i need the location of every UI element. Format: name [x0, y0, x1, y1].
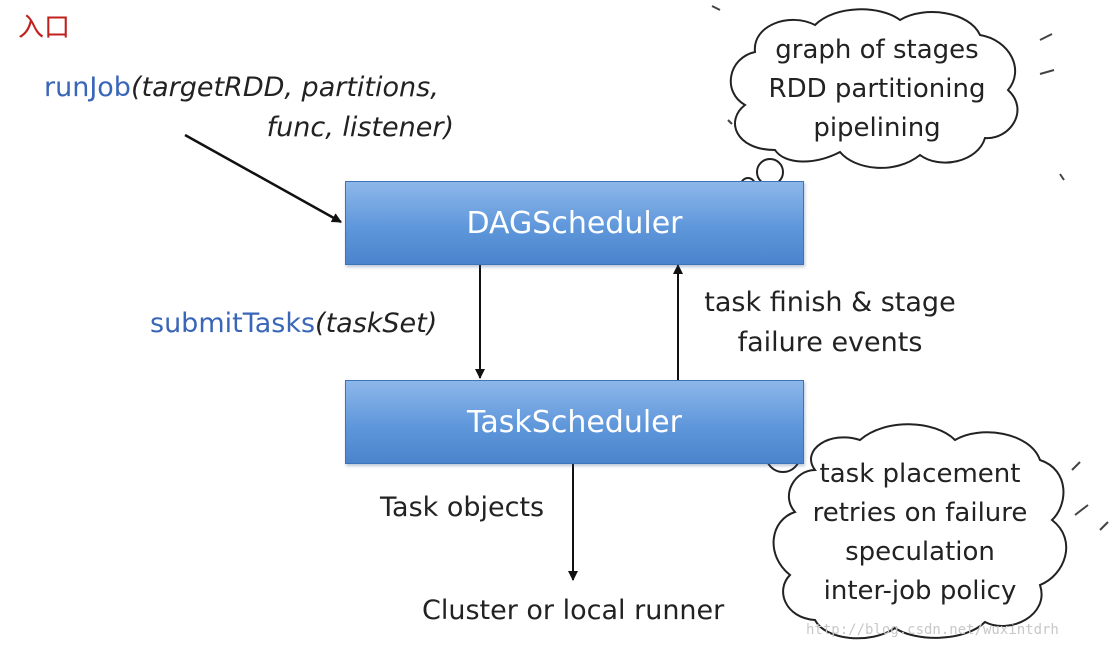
feedback-line1: task finish & stage	[704, 287, 956, 318]
runjob-function-name: runJob	[44, 72, 131, 103]
dag-cloud-text: graph of stages RDD partitioning pipelin…	[757, 31, 997, 148]
task-scheduler-box: TaskScheduler	[345, 380, 804, 464]
dag-scheduler-label: DAGScheduler	[466, 205, 683, 241]
task-thought-cloud	[772, 423, 1068, 640]
dag-cloud-line: RDD partitioning	[768, 74, 986, 104]
watermark: http://blog.csdn.net/wuxintdrh	[806, 622, 1059, 638]
task-cloud-line: retries on failure	[812, 498, 1028, 528]
submit-tasks-call: submitTasks(taskSet)	[150, 306, 437, 342]
runner-label: Cluster or local runner	[422, 595, 725, 626]
task-cloud-line: inter-job policy	[823, 576, 1017, 606]
dag-cloud-line: pipelining	[813, 113, 941, 143]
task-cloud-line: task placement	[819, 459, 1021, 489]
runjob-arrow	[184, 133, 342, 224]
runjob-args-line1: (targetRDD, partitions,	[130, 72, 439, 103]
dag-cloud-line: graph of stages	[775, 35, 979, 65]
runjob-args-line2: func, listener)	[266, 112, 454, 143]
task-objects-label: Task objects	[380, 492, 545, 523]
feedback-line2: failure events	[737, 327, 923, 358]
task-scheduler-label: TaskScheduler	[467, 404, 682, 440]
dag-thought-cloud	[729, 8, 1019, 169]
task-cloud-line: speculation	[845, 537, 995, 567]
submit-tasks-function-name: submitTasks	[150, 308, 316, 339]
task-cloud-text: task placement retries on failure specul…	[795, 455, 1045, 611]
dag-scheduler-box: DAGScheduler	[345, 181, 804, 265]
runjob-call: runJob(targetRDD, partitions, func, list…	[44, 68, 464, 148]
entry-label: 入口	[18, 13, 71, 43]
submit-tasks-args: (taskSet)	[315, 308, 438, 339]
feedback-events-label: task finish & stage failure events	[690, 283, 970, 363]
dag-cloud-sketch-marks	[711, 5, 1065, 181]
